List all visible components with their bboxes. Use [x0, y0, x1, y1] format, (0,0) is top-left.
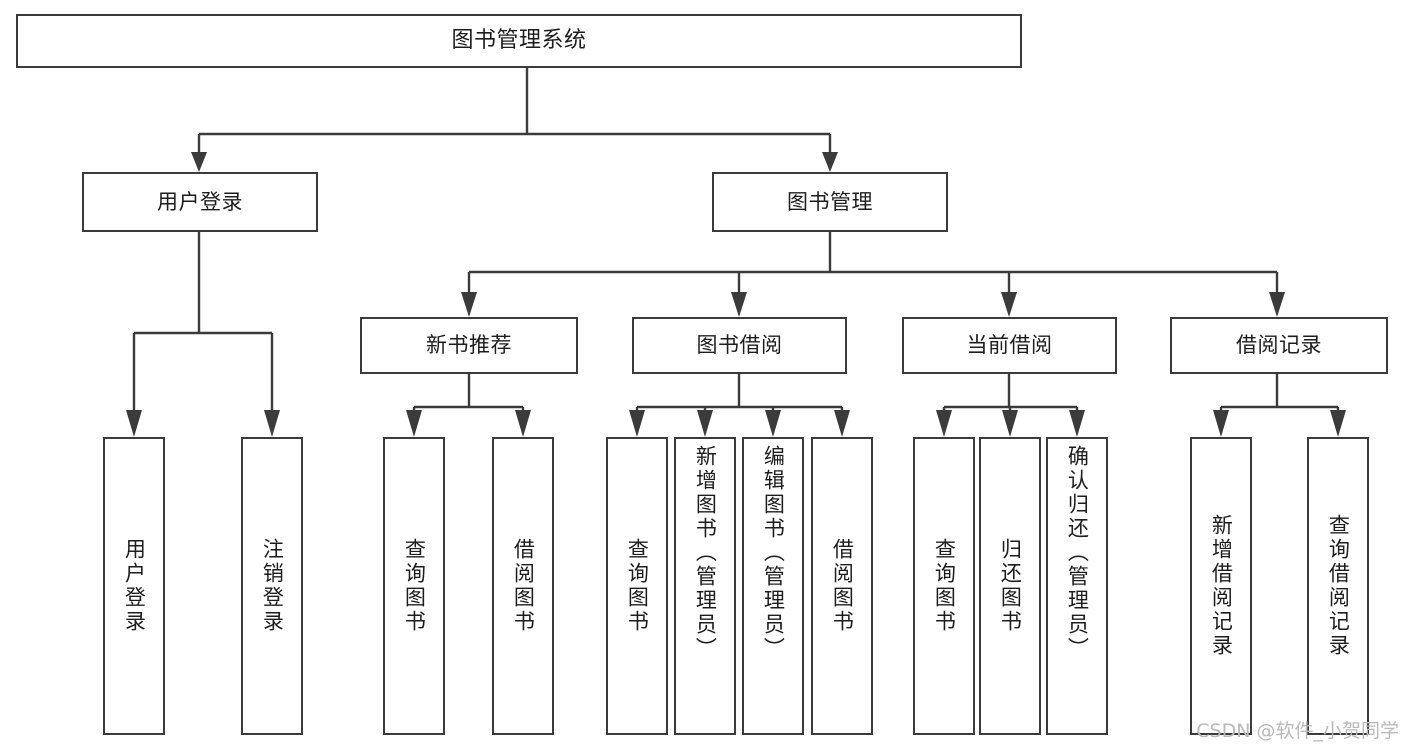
- leaf-newbook-query-book[interactable]: 查询图书: [383, 437, 445, 735]
- leaf-borrow-query-book[interactable]: 查询图书: [606, 437, 668, 735]
- node-borrow-record[interactable]: 借阅记录: [1170, 317, 1388, 374]
- node-book-borrow[interactable]: 图书借阅: [632, 317, 847, 374]
- arrow-record-leaf-1: [1213, 410, 1229, 437]
- node-root-system-label: 图书管理系统: [451, 28, 587, 54]
- arrow-bookmgmt-to-record: [1269, 292, 1285, 317]
- watermark: CSDN @软件_小贺同学: [1196, 720, 1399, 742]
- leaf-borrow-borrow-book-label: 借阅图书: [830, 538, 855, 634]
- node-user-login[interactable]: 用户登录: [82, 172, 318, 232]
- arrow-userlogin-leaf-1: [126, 410, 142, 437]
- arrow-record-leaf-2: [1330, 410, 1346, 437]
- leaf-borrow-edit-book-label: 编辑图书（管理员）: [761, 445, 786, 661]
- arrow-bookmgmt-to-current: [1001, 292, 1017, 317]
- node-book-management-label: 图书管理: [787, 189, 873, 214]
- arrow-root-to-book-mgmt: [822, 152, 838, 172]
- arrow-borrow-leaf-4: [834, 410, 850, 437]
- leaf-current-confirm-return[interactable]: 确认归还（管理员）: [1046, 437, 1108, 735]
- leaf-user-login-signout-label: 注销登录: [260, 538, 285, 634]
- arrow-userlogin-leaf-2: [264, 410, 280, 437]
- leaf-user-login-signin-label: 用户登录: [122, 538, 147, 634]
- leaf-record-query-record-label: 查询借阅记录: [1326, 514, 1351, 658]
- arrow-bookmgmt-to-newbook: [461, 292, 477, 317]
- node-new-book-recommend[interactable]: 新书推荐: [360, 317, 578, 374]
- node-book-borrow-label: 图书借阅: [696, 333, 783, 358]
- leaf-record-add-record[interactable]: 新增借阅记录: [1190, 437, 1252, 735]
- arrow-root-to-user-login: [191, 152, 207, 172]
- leaf-borrow-borrow-book[interactable]: 借阅图书: [811, 437, 873, 735]
- leaf-newbook-borrow-book-label: 借阅图书: [511, 538, 536, 634]
- arrow-current-leaf-2: [1002, 410, 1018, 437]
- node-current-borrow-label: 当前借阅: [966, 333, 1053, 358]
- leaf-current-query-book-label: 查询图书: [932, 538, 957, 634]
- leaf-borrow-add-book[interactable]: 新增图书（管理员）: [674, 437, 736, 735]
- node-new-book-recommend-label: 新书推荐: [426, 333, 512, 358]
- arrow-newbook-leaf-2: [515, 410, 531, 437]
- node-book-management[interactable]: 图书管理: [712, 172, 948, 232]
- arrow-current-leaf-1: [936, 410, 952, 437]
- leaf-current-return-book-label: 归还图书: [998, 538, 1023, 634]
- arrow-borrow-leaf-1: [629, 410, 645, 437]
- node-user-login-label: 用户登录: [157, 189, 243, 214]
- leaf-user-login-signin[interactable]: 用户登录: [103, 437, 165, 735]
- leaf-current-return-book[interactable]: 归还图书: [979, 437, 1041, 735]
- arrow-borrow-leaf-3: [765, 410, 781, 437]
- leaf-record-add-record-label: 新增借阅记录: [1209, 514, 1234, 658]
- arrow-bookmgmt-to-borrow: [731, 292, 747, 317]
- leaf-borrow-add-book-label: 新增图书（管理员）: [693, 445, 718, 661]
- node-borrow-record-label: 借阅记录: [1236, 333, 1322, 358]
- leaf-current-confirm-return-label: 确认归还（管理员）: [1065, 445, 1090, 661]
- leaf-newbook-borrow-book[interactable]: 借阅图书: [492, 437, 554, 735]
- node-root-system[interactable]: 图书管理系统: [16, 14, 1022, 68]
- arrow-current-leaf-3: [1069, 410, 1085, 437]
- arrow-newbook-leaf-1: [406, 410, 422, 437]
- leaf-newbook-query-book-label: 查询图书: [402, 538, 427, 634]
- leaf-current-query-book[interactable]: 查询图书: [913, 437, 975, 735]
- leaf-record-query-record[interactable]: 查询借阅记录: [1307, 437, 1369, 735]
- leaf-borrow-query-book-label: 查询图书: [625, 538, 650, 634]
- leaf-borrow-edit-book[interactable]: 编辑图书（管理员）: [742, 437, 804, 735]
- arrow-borrow-leaf-2: [697, 410, 713, 437]
- node-current-borrow[interactable]: 当前借阅: [902, 317, 1117, 374]
- leaf-user-login-signout[interactable]: 注销登录: [241, 437, 303, 735]
